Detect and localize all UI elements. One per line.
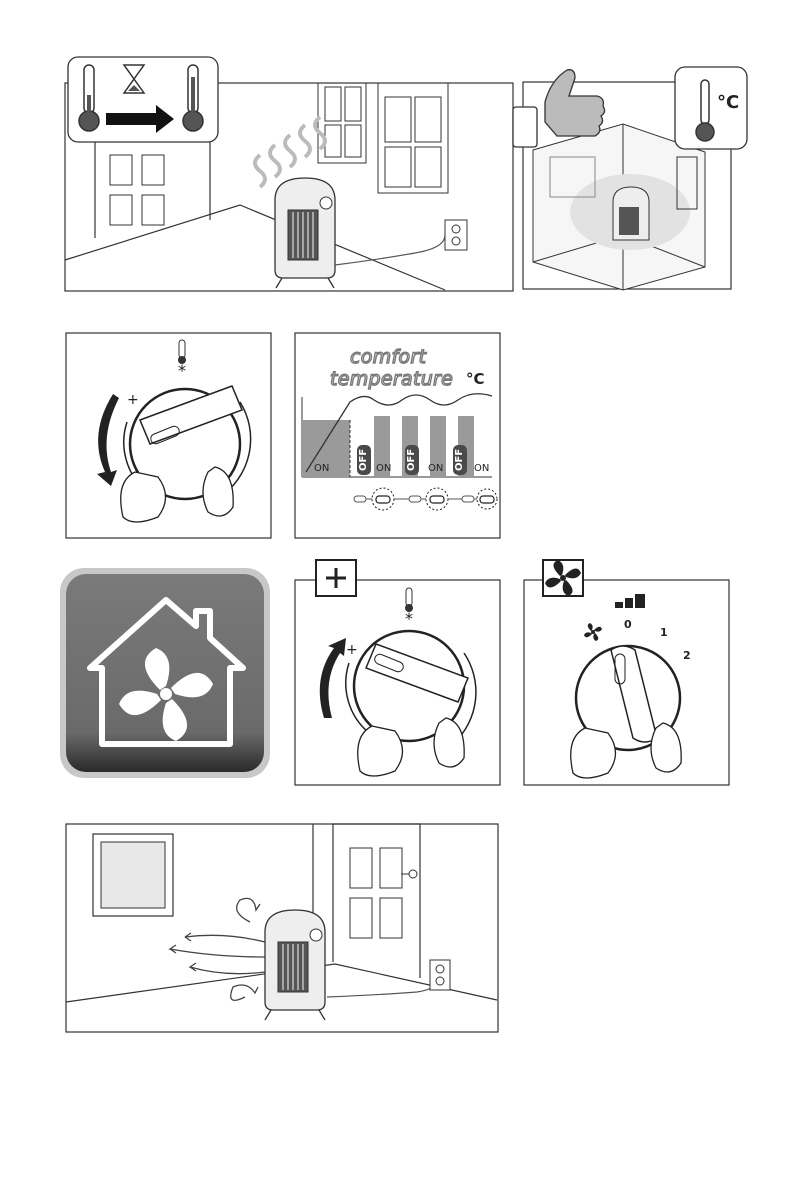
on-label-2: ON <box>376 463 391 474</box>
comfort-label-line1: comfort <box>350 346 426 368</box>
house-fan-badge <box>58 566 273 781</box>
off-label-3: OFF <box>453 445 467 475</box>
thermostat-unit-label: °C <box>717 92 739 113</box>
on-label-1: ON <box>314 463 329 474</box>
comfort-temperature-chart: comfort temperature °C ON OFF ON OFF ON … <box>294 332 502 540</box>
dial-plus-label: + <box>346 642 358 658</box>
dial-plus-label: + <box>127 392 139 408</box>
thermostat-dial-minimum: * + <box>65 332 273 540</box>
svg-text:*: * <box>405 609 413 628</box>
room-heating-scene <box>60 55 515 295</box>
fan-speed-1-label: 1 <box>660 626 668 639</box>
comfort-label-line2: temperature <box>330 368 453 390</box>
plus-badge-icon <box>316 560 356 596</box>
fan-speed-0-label: 0 <box>624 618 632 631</box>
fan-speed-dial: 0 1 2 <box>523 558 731 788</box>
thermostat-dial-increase: * + <box>294 558 502 788</box>
on-label-3: ON <box>428 463 443 474</box>
on-label-4: ON <box>474 463 489 474</box>
fan-speed-2-label: 2 <box>683 649 691 662</box>
thumbs-up-icon <box>513 70 605 147</box>
off-label-2: OFF <box>405 445 419 475</box>
room-comfort-scene: °C <box>505 62 750 297</box>
svg-text:*: * <box>178 361 186 380</box>
room-ventilation-scene <box>65 822 501 1036</box>
off-label-1: OFF <box>357 445 371 475</box>
comfort-unit-label: °C <box>466 370 485 388</box>
